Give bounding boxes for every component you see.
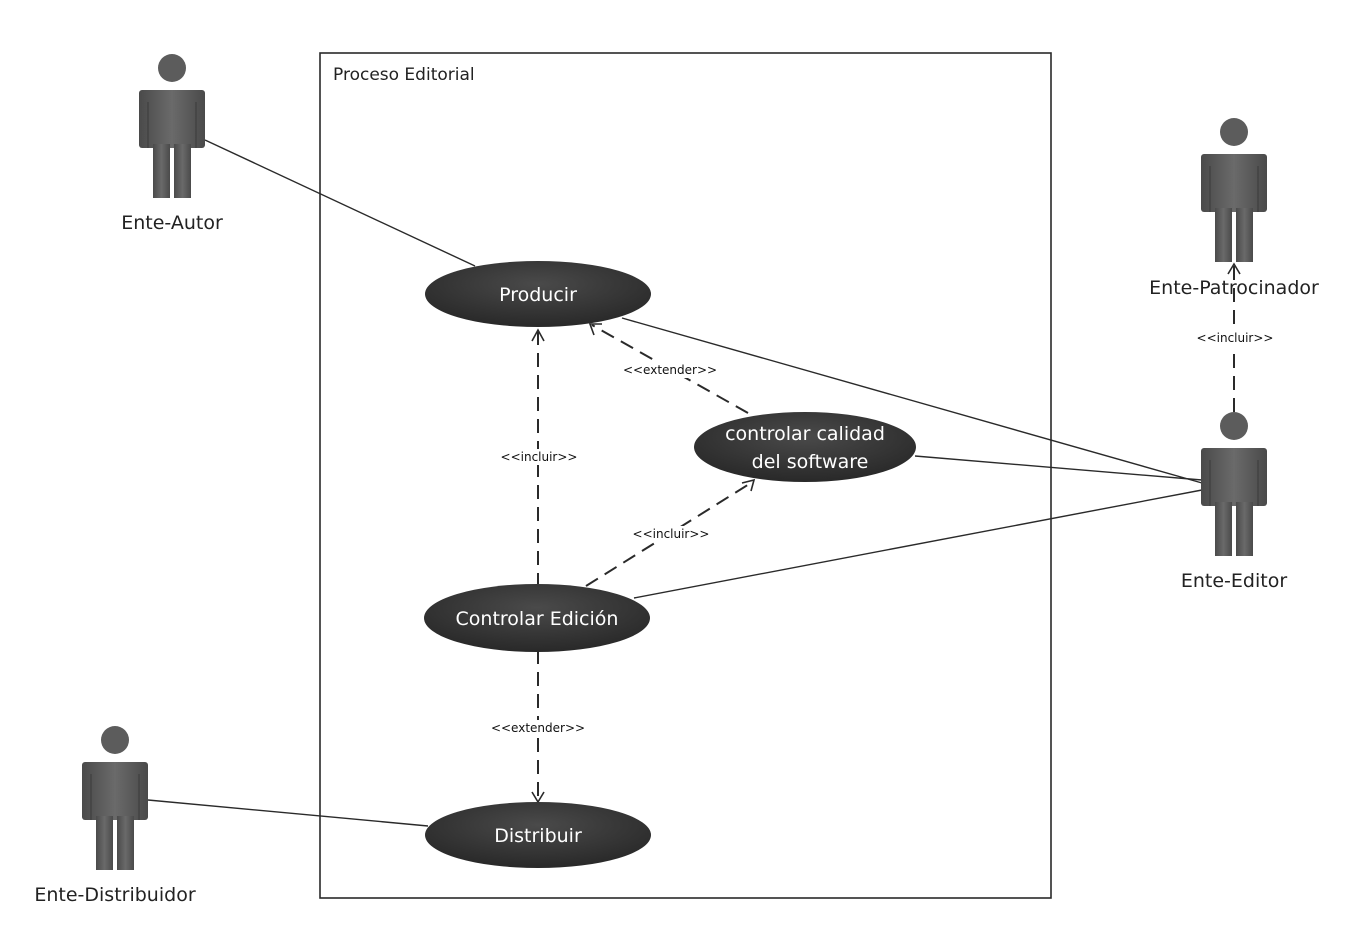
use-case-controlar-edicion[interactable]: Controlar Edición <box>424 584 650 652</box>
label-incluir-edicion-calidad: <<incluir>> <box>633 527 710 541</box>
actor-ente-patrocinador-label: Ente-Patrocinador <box>1149 277 1319 299</box>
actor-ente-editor-label: Ente-Editor <box>1181 570 1287 592</box>
actor-ente-patrocinador[interactable] <box>1201 118 1267 262</box>
system-boundary <box>319 52 1052 899</box>
arrowhead-producir-incluir <box>531 328 545 342</box>
actor-ente-editor[interactable] <box>1201 412 1267 556</box>
label-incluir-edicion-producir: <<incluir>> <box>501 450 578 464</box>
actor-ente-distribuidor[interactable] <box>82 726 148 870</box>
assoc-editor-calidad <box>914 455 1203 481</box>
use-case-controlar-calidad-label-1: controlar calidad <box>725 423 885 445</box>
assoc-editor-edicion <box>633 489 1203 599</box>
label-incluir-editor-patrocinador: <<incluir>> <box>1197 331 1274 345</box>
use-case-controlar-edicion-label: Controlar Edición <box>456 608 619 630</box>
label-extender-edicion-distribuir: <<extender>> <box>491 721 585 735</box>
use-case-distribuir-label: Distribuir <box>494 825 582 847</box>
use-case-controlar-calidad-label-2: del software <box>752 451 869 473</box>
system-title: Proceso Editorial <box>333 65 475 85</box>
use-case-producir[interactable]: Producir <box>425 261 651 327</box>
assoc-distribuidor-distribuir <box>147 799 429 827</box>
assoc-editor-producir <box>621 317 1203 484</box>
use-case-distribuir[interactable]: Distribuir <box>425 802 651 868</box>
arrowhead-calidad-incluir <box>741 478 756 492</box>
actor-ente-autor-label: Ente-Autor <box>121 212 223 234</box>
label-extender-calidad-producir: <<extender>> <box>623 363 717 377</box>
arrowhead-patrocinador-incluir <box>1227 262 1241 275</box>
use-case-controlar-calidad[interactable]: controlar calidad del software <box>694 412 916 482</box>
arrowhead-producir-extender <box>588 323 602 336</box>
use-case-producir-label: Producir <box>499 284 577 306</box>
actor-ente-distribuidor-label: Ente-Distribuidor <box>34 884 195 906</box>
assoc-autor-producir <box>204 139 476 267</box>
actor-ente-autor[interactable] <box>139 54 205 198</box>
